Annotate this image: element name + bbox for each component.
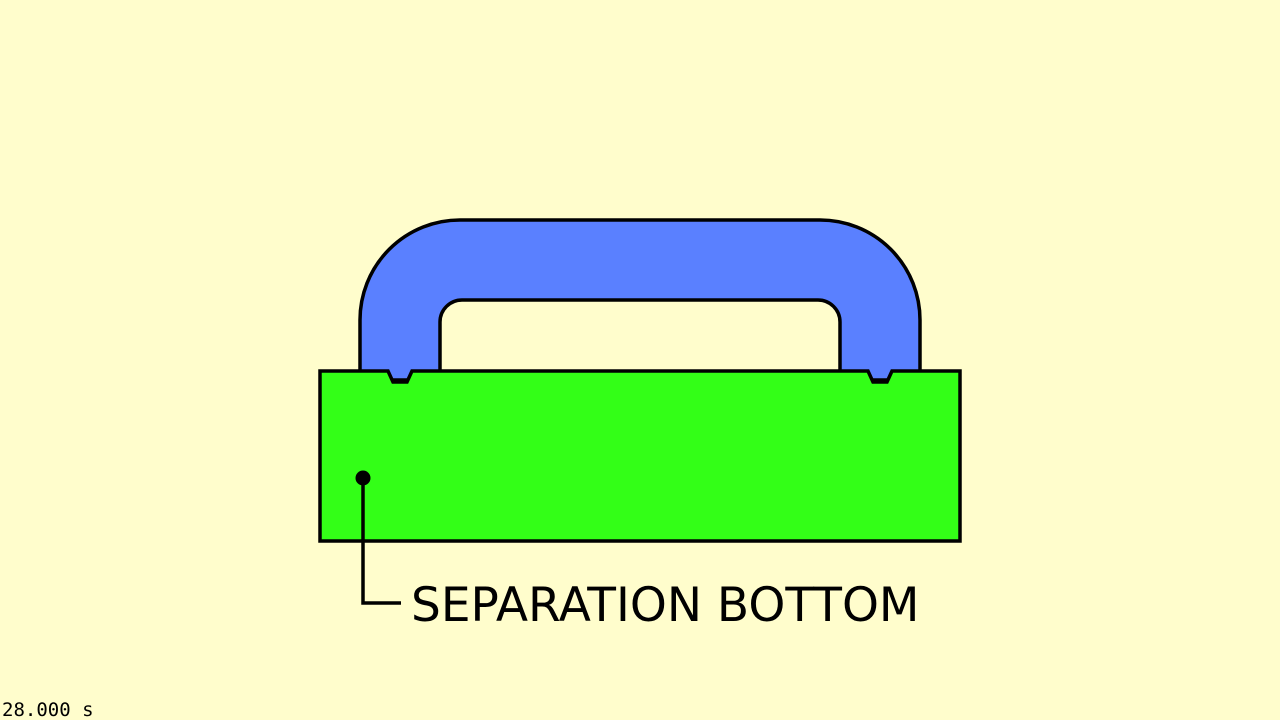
callout-leader-line	[361, 478, 401, 605]
base-part	[318, 369, 962, 543]
callout-label: SEPARATION BOTTOM	[411, 578, 920, 633]
elapsed-time: 28.000 s	[2, 699, 94, 720]
handle-part	[358, 218, 922, 382]
callout-point	[355, 470, 371, 486]
